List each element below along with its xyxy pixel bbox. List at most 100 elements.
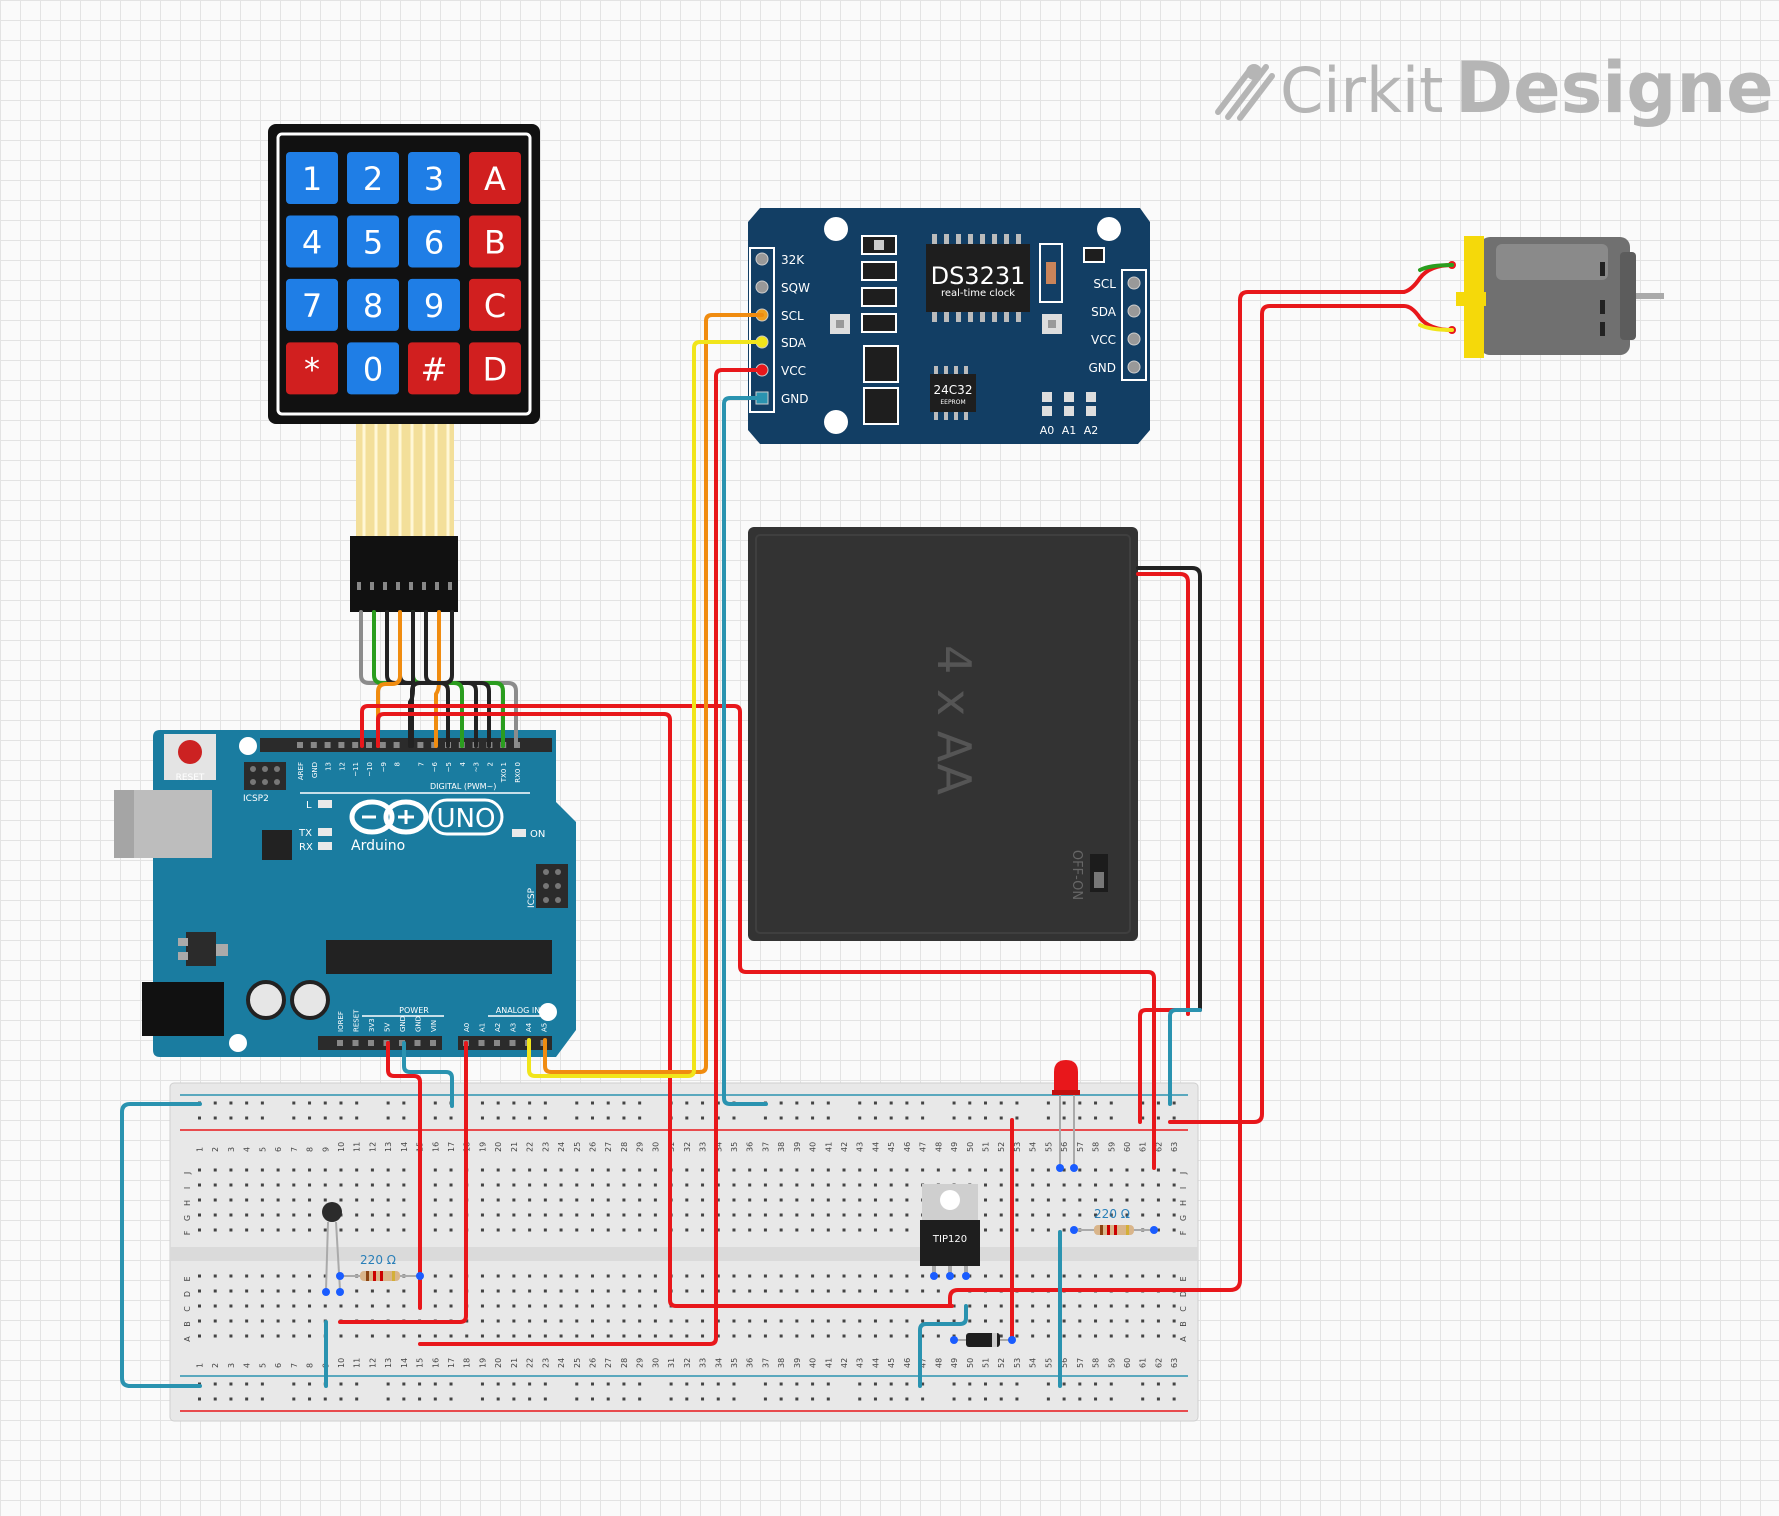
keypad-key-face[interactable] [347,278,399,331]
wire-motor-green[interactable] [1418,263,1454,272]
digital-pin[interactable] [417,742,424,748]
column-number: 13 [384,1142,393,1152]
column-number: 44 [871,1142,880,1152]
keypad-key-6[interactable]: 5 [347,215,399,268]
power-pin-label: 5V [384,1023,392,1032]
keypad-key-face[interactable] [347,342,399,395]
column-number: 38 [777,1142,786,1152]
keypad-key-face[interactable] [408,278,460,331]
keypad-key-12[interactable]: C [469,278,521,331]
digital-pin[interactable] [366,742,372,748]
keypad-key-face[interactable] [347,152,399,204]
column-number: 21 [510,1358,519,1368]
keypad-key-face[interactable] [408,152,460,204]
breadboard-center-channel [170,1247,1198,1261]
keypad-key-2[interactable]: 2 [347,152,399,204]
keypad-key-13[interactable]: * [286,342,338,395]
power-pin[interactable] [352,1040,359,1046]
digital-pin[interactable] [352,742,359,748]
brand-name-bold: Designer [1455,47,1779,129]
wire-a0[interactable] [338,1041,468,1324]
keypad-key-14[interactable]: 0 [347,342,399,395]
wire-battery-positive[interactable] [1136,572,1190,1016]
digital-pin[interactable] [324,742,331,748]
keypad-key-face[interactable] [469,152,521,204]
wire-keypad-7[interactable] [434,610,441,748]
reset-button-cap[interactable] [178,740,202,764]
column-number: 7 [290,1147,299,1152]
keypad-key-label: 5 [363,223,383,261]
keypad-key-face[interactable] [286,152,338,204]
keypad-key-face[interactable] [469,278,521,331]
wire-keypad-orange[interactable] [376,610,402,748]
keypad-key-16[interactable]: D [469,342,521,395]
wire-battery-negative[interactable] [1136,566,1202,1012]
keypad-key-7[interactable]: 6 [408,215,460,268]
digital-pin-label: GND [311,762,319,778]
keypad-key-5[interactable]: 4 [286,215,338,268]
keypad-inner-border [276,132,532,416]
keypad-key-9[interactable]: 7 [286,278,338,331]
rtc-pin-label: GND [781,392,809,406]
power-pin[interactable] [337,1040,343,1046]
wire-tip120-emitter-gnd[interactable] [918,1304,968,1388]
digital-pin[interactable] [338,742,345,748]
keypad-key-face[interactable] [347,215,399,268]
power-pin[interactable] [368,1040,374,1046]
keypad-key-11[interactable]: 9 [408,278,460,331]
keypad-key-face[interactable] [408,342,460,395]
arduino-uno: RESET ICSP2 ICSP UNO Arduino [114,730,576,1057]
power-pin[interactable] [414,1040,421,1046]
wire-sda[interactable] [527,340,764,1078]
keypad-key-8[interactable]: B [469,215,521,268]
rtc-left-header [749,247,775,413]
power-pin[interactable] [430,1040,436,1046]
row-letter: D [1179,1291,1188,1297]
pin-scl-right[interactable] [1127,276,1141,290]
pin-sda-right[interactable] [1127,304,1141,318]
pin-vcc-right[interactable] [1127,332,1141,346]
wire-battery-to-rail[interactable] [1138,1008,1188,1124]
column-number: 17 [447,1358,456,1368]
analog-pin[interactable] [494,1040,500,1046]
wire-rtc-gnd[interactable] [722,396,768,1106]
keypad-key-face[interactable] [469,215,521,268]
keypad-key-1[interactable]: 1 [286,152,338,204]
column-number: 62 [1154,1142,1163,1152]
keypad-key-10[interactable]: 8 [347,278,399,331]
wire-motor-to-positive-rail[interactable] [1168,304,1454,1124]
wire-gnd[interactable] [402,1041,454,1108]
keypad-key-face[interactable] [286,342,338,395]
wire-rtc-vcc[interactable] [418,368,764,1346]
pin-sqw[interactable] [755,280,769,294]
wire-keypad-9[interactable] [408,610,415,748]
keypad-key-3[interactable]: 3 [408,152,460,204]
wire-pin11-to-battery[interactable] [360,704,1156,1170]
wire-motor-yellow[interactable] [1418,323,1454,332]
arduino-mount-hole [229,1034,247,1052]
wire-battery-gnd-to-rail[interactable] [1168,1008,1202,1106]
digital-pin[interactable] [379,742,386,748]
keypad-key-face[interactable] [469,342,521,395]
led-rx [318,842,332,850]
analog-pin[interactable] [509,1040,516,1046]
wire-pin10-to-tip120[interactable] [376,712,954,1308]
keypad-key-face[interactable] [408,215,460,268]
pin-32k[interactable] [755,252,769,266]
wire-ground-rail-link[interactable] [120,1102,202,1388]
analog-pin[interactable] [478,1040,485,1046]
wire-motor-to-tip120[interactable] [948,263,1454,1308]
keypad-key-4[interactable]: A [469,152,521,204]
row-letter: F [183,1230,192,1235]
keypad-key-face[interactable] [286,215,338,268]
pin-gnd-right[interactable] [1127,360,1141,374]
digital-pin[interactable] [393,742,400,748]
wire-scl[interactable] [543,313,764,1074]
wire-5v[interactable] [386,1041,422,1310]
keypad-key-15[interactable]: # [408,342,460,395]
digital-pin[interactable] [297,742,303,748]
digital-pin[interactable] [310,742,317,748]
keypad-key-face[interactable] [286,278,338,331]
tip120-transistor: TIP120 [920,1184,980,1280]
